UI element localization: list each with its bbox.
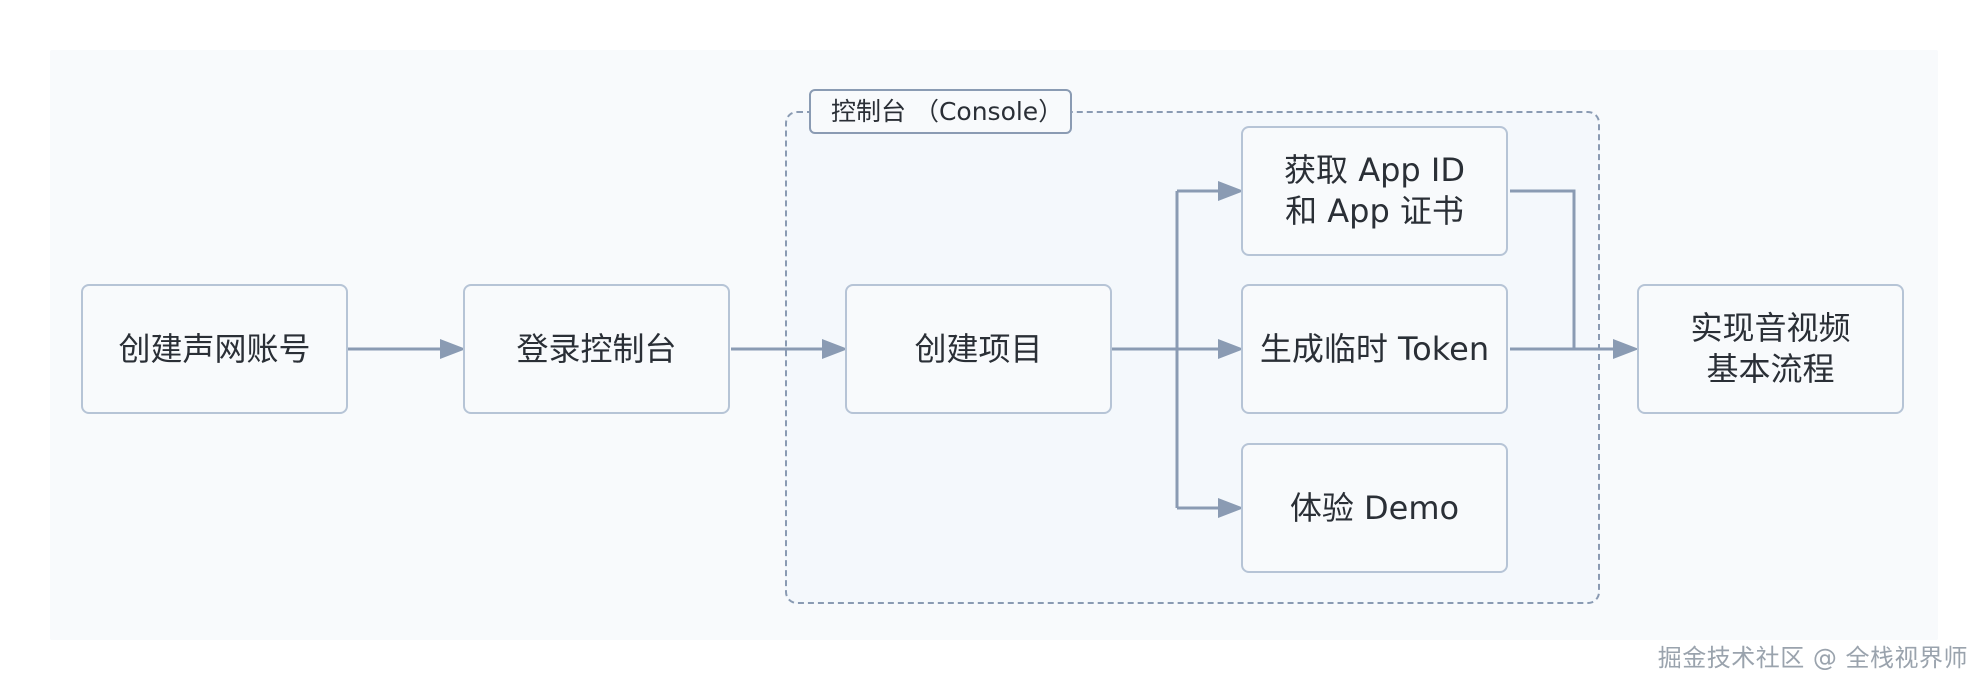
arrowhead-implement: [1613, 339, 1639, 359]
node-create-account: 创建声网账号: [81, 284, 348, 414]
node-gen-temp-token: 生成临时 Token: [1241, 284, 1508, 414]
arrowhead-project: [822, 339, 848, 359]
node-login-console: 登录控制台: [463, 284, 730, 414]
arrowhead-appid: [1218, 181, 1244, 201]
node-login-console-label: 登录控制台: [516, 329, 677, 368]
arrowhead-login: [440, 339, 466, 359]
connector-appid-to-merge: [1510, 189, 1576, 349]
node-implement-line1: 实现音视频: [1690, 309, 1851, 347]
node-create-project-label: 创建项目: [914, 329, 1043, 368]
node-gen-temp-token-label: 生成临时 Token: [1259, 329, 1490, 368]
watermark-text: 掘金技术社区 @ 全栈视界师: [1657, 644, 1968, 672]
node-get-app-id-line1: 获取 App ID: [1284, 151, 1465, 189]
console-group-label: 控制台 （Console）: [809, 89, 1072, 134]
node-get-app-id: 获取 App ID 和 App 证书: [1241, 126, 1508, 256]
node-implement-basic-flow: 实现音视频 基本流程: [1637, 284, 1904, 414]
node-try-demo-label: 体验 Demo: [1289, 488, 1460, 527]
node-get-app-id-line2: 和 App 证书: [1285, 192, 1464, 230]
node-try-demo: 体验 Demo: [1241, 443, 1508, 573]
arrowhead-demo: [1218, 498, 1244, 518]
arrowhead-token: [1218, 339, 1244, 359]
console-group-label-text: 控制台 （Console）: [831, 97, 1064, 126]
node-implement-line2: 基本流程: [1706, 350, 1835, 388]
node-create-account-label: 创建声网账号: [118, 329, 311, 368]
node-create-project: 创建项目: [845, 284, 1112, 414]
